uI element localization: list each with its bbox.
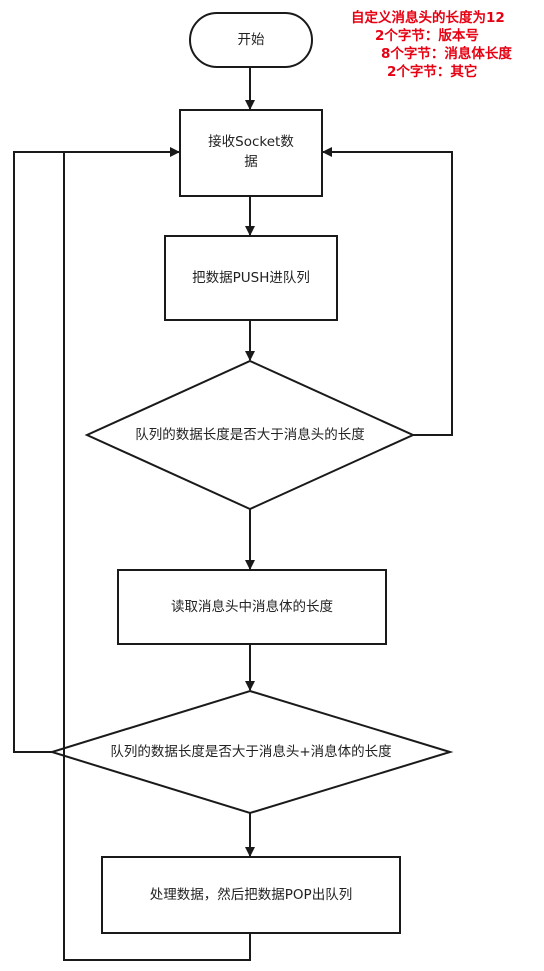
process-and-pop-node <box>101 856 401 934</box>
receive-socket-data-label: 接收Socket数 据 <box>180 132 322 172</box>
read-body-length-label: 读取消息头中消息体的长度 <box>171 599 333 615</box>
receive-socket-data-node <box>179 109 323 197</box>
process-and-pop-label: 处理数据，然后把数据POP出队列 <box>149 887 353 903</box>
loop-check-header-back-to-receive <box>322 147 453 436</box>
check-body-length-label: 队列的数据长度是否大于消息头+消息体的长度 <box>110 744 392 760</box>
read-body-length-node <box>117 569 387 645</box>
loop-check-body-back-to-receive <box>13 147 180 753</box>
push-to-queue-label: 把数据PUSH进队列 <box>192 270 310 286</box>
note-header-length: 自定义消息头的长度为12 <box>351 10 505 26</box>
note-body-length-bytes: 8个字节：消息体长度 <box>381 46 512 62</box>
receive-label-line1: 接收Socket数 <box>208 134 294 150</box>
push-to-queue-node <box>164 235 338 321</box>
receive-label-line2: 据 <box>244 154 258 170</box>
loop-process-back-to-receive <box>63 152 251 961</box>
note-other-bytes: 2个字节：其它 <box>387 64 478 80</box>
check-header-length-label: 队列的数据长度是否大于消息头的长度 <box>135 427 365 443</box>
start-label: 开始 <box>237 32 265 48</box>
note-version-bytes: 2个字节：版本号 <box>375 28 479 44</box>
